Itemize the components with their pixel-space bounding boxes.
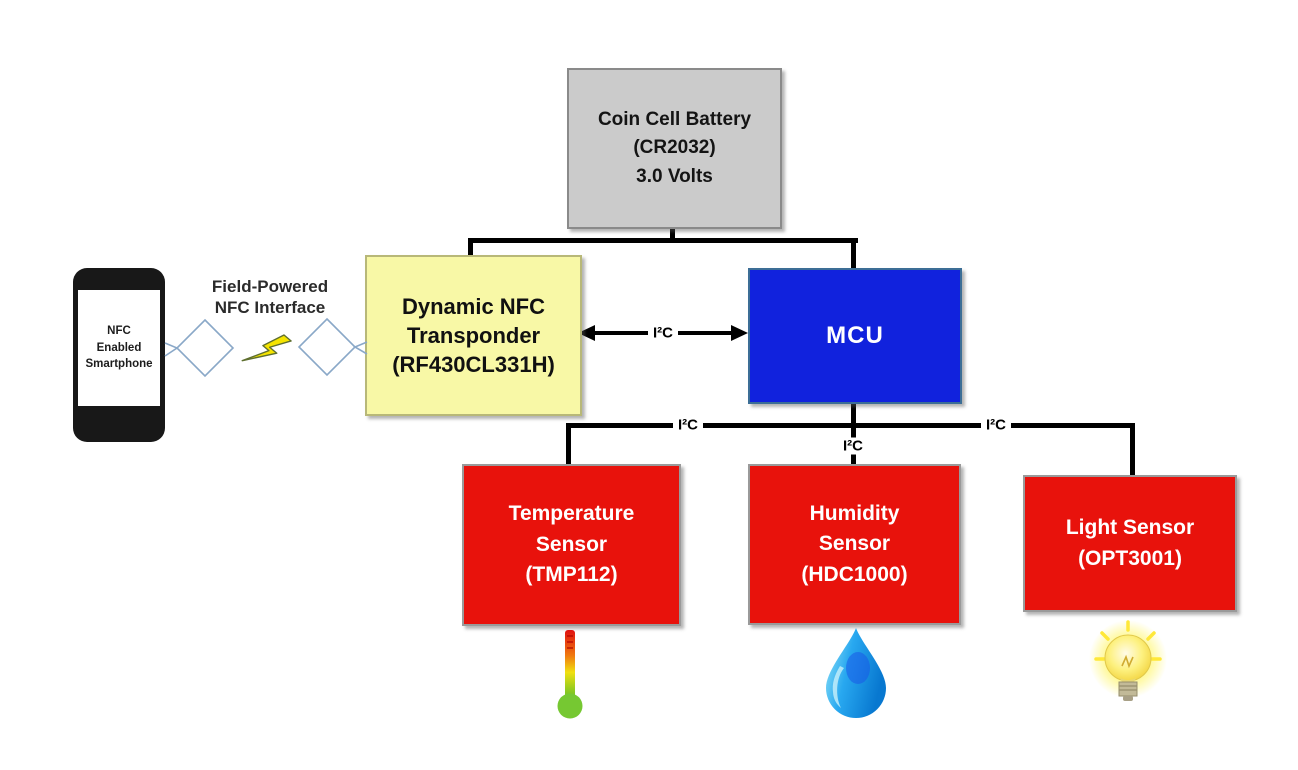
phone-screen: NFC Enabled Smartphone <box>78 290 160 406</box>
phone-feed-lines <box>164 342 179 357</box>
humidity-label-line3: (HDC1000) <box>801 562 908 586</box>
light-label-line1: Light Sensor <box>1065 516 1195 540</box>
power-line-to-mcu <box>851 240 856 268</box>
battery-label-line1: Coin Cell Battery <box>597 108 752 130</box>
i2c-label-mid: I²C <box>838 437 868 455</box>
battery-label-line3: 3.0 Volts <box>636 165 713 187</box>
power-line-horizontal <box>468 238 858 243</box>
right-antenna-diamond <box>297 317 357 377</box>
light-bulb-icon <box>1089 620 1167 701</box>
temperature-label-line1: Temperature <box>508 502 635 526</box>
light-label-line2: (OPT3001) <box>1078 546 1182 570</box>
i2c-arrow-right-head <box>731 325 748 341</box>
phone-label-line2: Enabled <box>96 341 142 354</box>
mcu-box: MCU <box>748 268 962 404</box>
phone-label-line1: NFC <box>107 324 131 337</box>
transponder-label-line3: (RF430CL331H) <box>392 352 555 378</box>
field-powered-line1: Field-Powered <box>211 277 329 296</box>
power-line-to-transponder <box>468 240 473 255</box>
field-powered-line2: NFC Interface <box>214 298 326 318</box>
field-powered-nfc-label: Field-Powered NFC Interface <box>186 276 354 319</box>
lightning-bolt-icon <box>241 334 292 362</box>
humidity-label-line2: Sensor <box>818 532 891 556</box>
humidity-label-line1: Humidity <box>809 501 900 525</box>
i2c-bus-horizontal <box>566 423 1135 428</box>
i2c-arrow-left-head <box>578 325 595 341</box>
i2c-bus-to-light <box>1130 425 1135 477</box>
humidity-sensor-box: Humidity Sensor (HDC1000) <box>748 464 961 625</box>
i2c-bus-to-temperature <box>566 425 571 464</box>
temperature-label-line2: Sensor <box>535 532 608 556</box>
i2c-bus-mcu-drop <box>851 400 856 427</box>
nfc-antenna-icon <box>164 317 368 378</box>
phone-label-line3: Smartphone <box>85 358 153 371</box>
power-line-battery-drop <box>670 225 675 241</box>
thermometer-icon <box>557 630 583 719</box>
left-antenna-diamond <box>175 318 235 378</box>
transponder-label-line2: Transponder <box>406 322 541 348</box>
battery-box: Coin Cell Battery (CR2032) 3.0 Volts <box>567 68 782 229</box>
i2c-label-left: I²C <box>673 416 703 434</box>
battery-label-line2: (CR2032) <box>633 137 716 159</box>
i2c-label-top: I²C <box>648 324 678 342</box>
temperature-sensor-box: Temperature Sensor (TMP112) <box>462 464 681 626</box>
transponder-label-line1: Dynamic NFC <box>401 293 546 319</box>
i2c-label-right: I²C <box>981 416 1011 434</box>
water-drop-icon <box>826 628 886 718</box>
temperature-label-line3: (TMP112) <box>525 563 618 587</box>
smartphone: NFC Enabled Smartphone <box>73 268 165 442</box>
mcu-label: MCU <box>826 322 884 349</box>
light-sensor-box: Light Sensor (OPT3001) <box>1023 475 1237 612</box>
nfc-transponder-box: Dynamic NFC Transponder (RF430CL331H) <box>365 255 582 416</box>
transponder-feed-lines <box>353 341 368 355</box>
